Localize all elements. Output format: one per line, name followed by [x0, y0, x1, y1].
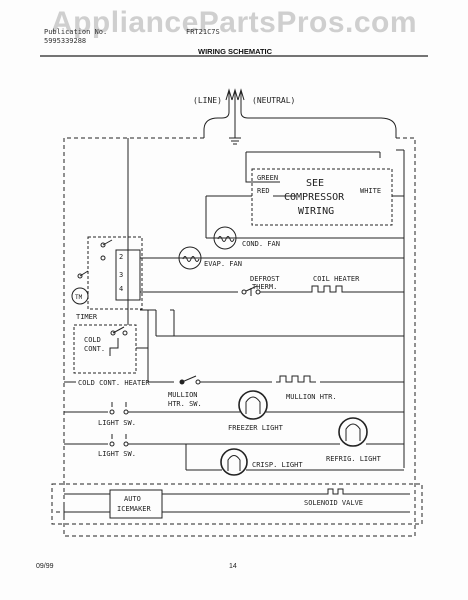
- solenoid-valve-icon: [324, 488, 348, 495]
- page-title: WIRING SCHEMATIC: [198, 47, 273, 56]
- timer-motor-icon: [71, 287, 89, 305]
- compressor-box: [251, 168, 393, 226]
- mullion-heater-icon: [266, 375, 326, 383]
- crisp-light-label: CRISP. LIGHT: [252, 461, 303, 469]
- neutral-drop-wire: [240, 104, 397, 138]
- cold-cont-heater-label: COLD CONT. HEATER: [78, 379, 150, 387]
- evap-fan-motor-icon: [178, 246, 202, 270]
- mullion-heater-switch-icon: [179, 375, 201, 385]
- auto-icemaker-box: [109, 489, 163, 519]
- freezer-light-label: FREEZER LIGHT: [228, 424, 284, 432]
- white-label: WHITE: [360, 187, 381, 195]
- green-label: GREEN: [257, 174, 278, 182]
- ground-symbol: [229, 137, 241, 145]
- crisp-light-icon: [220, 448, 248, 476]
- wiring-label: WIRING: [298, 206, 334, 217]
- mullion-switch-label-2: HTR. SW.: [168, 400, 202, 408]
- terminal-4: 4: [119, 285, 123, 293]
- timer-block: [87, 236, 143, 310]
- icemaker-section: [51, 483, 423, 525]
- see-label: SEE: [306, 178, 324, 189]
- auto-label: AUTO: [124, 495, 141, 503]
- publication-number: 5995339288: [44, 37, 87, 45]
- red-label: RED: [257, 187, 270, 195]
- footer-date: 09/99: [36, 563, 54, 570]
- mullion-heater-label: MULLION HTR.: [286, 393, 337, 401]
- cold-control-box: [73, 324, 137, 374]
- coil-heater-label: COIL HEATER: [313, 275, 360, 283]
- timer-label: TIMER: [76, 313, 98, 321]
- cond-fan-label: COND. FAN: [242, 240, 280, 248]
- watermark-logo: AppliancePartsPros.com: [50, 6, 418, 39]
- light-switch-1-icon: [109, 402, 129, 415]
- mullion-switch-label-1: MULLION: [168, 391, 198, 399]
- terminal-3: 3: [119, 271, 123, 279]
- compressor-label: COMPRESSOR: [284, 192, 345, 203]
- light-switch-2-icon: [109, 434, 129, 447]
- footer-page-number: 14: [229, 563, 237, 570]
- cold-control-label-1: COLD: [84, 336, 101, 344]
- cold-control-label-2: CONT.: [84, 345, 105, 353]
- solenoid-valve-label: SOLENOID VALVE: [304, 499, 363, 507]
- cabinet-frame: [63, 137, 416, 537]
- refrig-light-label: REFRIG. LIGHT: [326, 455, 382, 463]
- evap-fan-label: EVAP. FAN: [204, 260, 242, 268]
- refrig-light-icon: [338, 417, 368, 447]
- line-label: (LINE): [193, 96, 222, 105]
- cond-fan-motor-icon: [213, 226, 237, 250]
- freezer-light-icon: [238, 390, 268, 420]
- coil-heater-icon: [306, 285, 348, 293]
- line-drop-wire: [203, 104, 230, 138]
- icemaker-label: ICEMAKER: [117, 505, 152, 513]
- timer-motor-label: TM: [75, 294, 83, 301]
- cold-control-switch-icon: [109, 326, 128, 356]
- plug-prongs: [225, 88, 245, 104]
- terminal-2: 2: [119, 253, 123, 261]
- defrost-therm-label-2: THERM.: [252, 283, 277, 291]
- neutral-label: (NEUTRAL): [252, 96, 295, 105]
- model-number: FRT21C7S: [186, 28, 220, 36]
- light-switch-2-label: LIGHT SW.: [98, 450, 136, 458]
- icemaker-ground-symbol: [56, 506, 65, 518]
- defrost-therm-label-1: DEFROST: [250, 275, 280, 283]
- light-switch-1-label: LIGHT SW.: [98, 419, 136, 427]
- green-wire: [245, 152, 280, 183]
- publication-label: Publication No.: [44, 28, 108, 36]
